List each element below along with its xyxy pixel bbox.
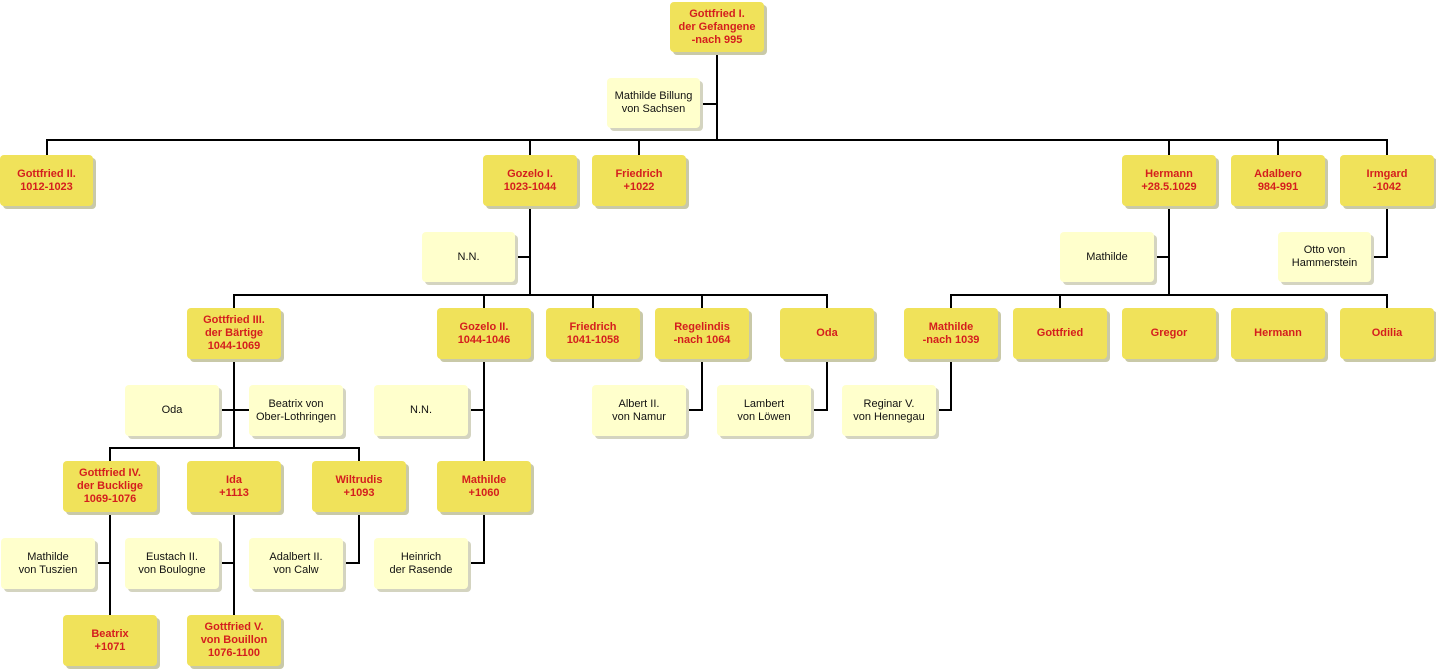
- person-gottfried: Gottfried: [1013, 308, 1107, 359]
- person-ida: Ida +1113: [187, 461, 281, 512]
- person-oda: Oda: [780, 308, 874, 359]
- person-wiltrudis: Wiltrudis +1093: [312, 461, 406, 512]
- person-gottfried-v: Gottfried V. von Bouillon 1076-1100: [187, 615, 281, 666]
- person-odilia: Odilia: [1340, 308, 1434, 359]
- spouse-mathilde-hermann: Mathilde: [1060, 232, 1154, 282]
- spouse-mathilde-billung: Mathilde Billung von Sachsen: [607, 78, 700, 128]
- spouse-mathilde-von-tuszien: Mathilde von Tuszien: [1, 538, 95, 589]
- spouse-eustach-ii-von-boulogne: Eustach II. von Boulogne: [125, 538, 219, 589]
- spouse-lambert-von-loewen: Lambert von Löwen: [717, 385, 811, 436]
- spouse-nn-gozelo-i: N.N.: [422, 232, 515, 282]
- person-friedrich-1022: Friedrich +1022: [592, 155, 686, 206]
- spouse-albert-ii-von-namur: Albert II. von Namur: [592, 385, 686, 436]
- person-hermann: Hermann: [1231, 308, 1325, 359]
- person-adalbero: Adalbero 984-991: [1231, 155, 1325, 206]
- spouse-otto-von-hammerstein: Otto von Hammerstein: [1278, 232, 1371, 282]
- spouse-heinrich-der-rasende: Heinrich der Rasende: [374, 538, 468, 589]
- person-friedrich-1041: Friedrich 1041-1058: [546, 308, 640, 359]
- person-regelindis: Regelindis -nach 1064: [655, 308, 749, 359]
- spouse-adalbert-ii-von-calw: Adalbert II. von Calw: [249, 538, 343, 589]
- person-gozelo-i: Gozelo I. 1023-1044: [483, 155, 577, 206]
- person-hermann-1029: Hermann +28.5.1029: [1122, 155, 1216, 206]
- person-gozelo-ii: Gozelo II. 1044-1046: [437, 308, 531, 359]
- spouse-beatrix-von-ober-lothringen: Beatrix von Ober-Lothringen: [249, 385, 343, 436]
- person-gottfried-ii: Gottfried II. 1012-1023: [0, 155, 93, 206]
- spouse-reginar-v-von-hennegau: Reginar V. von Hennegau: [842, 385, 936, 436]
- person-gottfried-iii: Gottfried III. der Bärtige 1044-1069: [187, 308, 281, 359]
- person-gregor: Gregor: [1122, 308, 1216, 359]
- person-gottfried-i: Gottfried I. der Gefangene -nach 995: [670, 2, 764, 52]
- person-gottfried-iv: Gottfried IV. der Bucklige 1069-1076: [63, 461, 157, 512]
- person-mathilde-1039: Mathilde -nach 1039: [904, 308, 998, 359]
- spouse-nn-gozelo-ii: N.N.: [374, 385, 468, 436]
- person-irmgard: Irmgard -1042: [1340, 155, 1434, 206]
- person-mathilde-1060: Mathilde +1060: [437, 461, 531, 512]
- person-beatrix: Beatrix +1071: [63, 615, 157, 666]
- spouse-oda-gottfried-iii: Oda: [125, 385, 219, 436]
